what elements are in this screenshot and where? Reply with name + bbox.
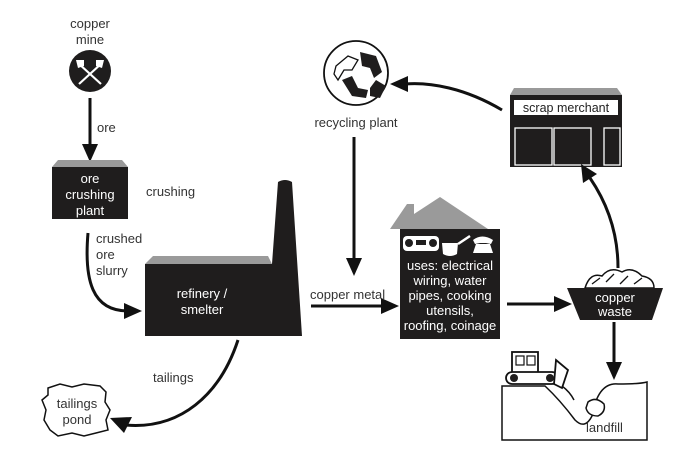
edge-ore-label: ore [97,120,116,135]
edge-to-waste [507,296,572,312]
tailings-pond-label-line2: pond [63,412,92,427]
edge-slurry: crushed ore slurry [85,231,142,319]
edge-recycled [346,137,362,276]
edge-to-landfill [606,322,622,380]
landfill-node: landfill [501,351,648,441]
refinery-smelter-node: refinery / smelter [145,180,302,336]
crushing-label: crushing [146,184,195,199]
ore-crushing-plant-label-line3: plant [76,203,105,218]
copper-mine-node: copper mine [69,16,111,92]
edge-tailings: tailings [110,339,240,433]
refinery-label-line2: smelter [181,302,224,317]
uses-label-line4: utensils, [426,303,474,318]
ore-crushing-plant-label-line2: crushing [65,187,114,202]
scrap-merchant-node: scrap merchant [510,88,622,167]
copper-waste-node: copper waste [567,269,663,320]
landfill-label: landfill [586,420,623,435]
scrap-merchant-label: scrap merchant [523,101,610,115]
copper-waste-label-line1: copper [595,290,635,305]
recycling-plant-label: recycling plant [314,115,397,130]
edge-slurry-label-line1: crushed [96,231,142,246]
radio-icon [403,236,439,251]
edge-copper-metal: copper metal [310,287,399,314]
edge-slurry-label-line2: ore [96,247,115,262]
crossed-shovels-icon [69,50,111,92]
ore-crushing-plant-node: ore crushing plant [52,160,128,219]
uses-label-line2: wiring, water [413,273,488,288]
bulldozer-icon [505,351,575,401]
tailings-pond-label-line1: tailings [57,396,98,411]
telephone-icon [473,236,493,253]
uses-label-line3: pipes, cooking [408,288,491,303]
saucepan-icon [442,234,471,256]
refinery-label-line1: refinery / [177,286,228,301]
edge-slurry-label-line3: slurry [96,263,128,278]
edge-to-scrap [581,164,620,269]
uses-label-line1: uses: electrical [407,258,493,273]
edge-ore: ore [82,98,116,162]
scrap-pile-icon [583,269,655,289]
edge-tailings-label: tailings [153,370,194,385]
uses-label-line5: roofing, coinage [404,318,497,333]
ore-crushing-plant-label-line1: ore [81,171,100,186]
copper-mine-label-line1: copper [70,16,110,31]
recycling-icon [323,40,389,106]
copper-mine-label-line2: mine [76,32,104,47]
recycling-plant-node: recycling plant [314,40,398,130]
tailings-pond-node: tailings pond [41,383,111,437]
edge-to-recycling [390,76,503,112]
uses-house-node: uses: electrical wiring, water pipes, co… [390,197,500,339]
edge-copper-metal-label: copper metal [310,287,385,302]
copper-waste-label-line2: waste [597,304,632,319]
